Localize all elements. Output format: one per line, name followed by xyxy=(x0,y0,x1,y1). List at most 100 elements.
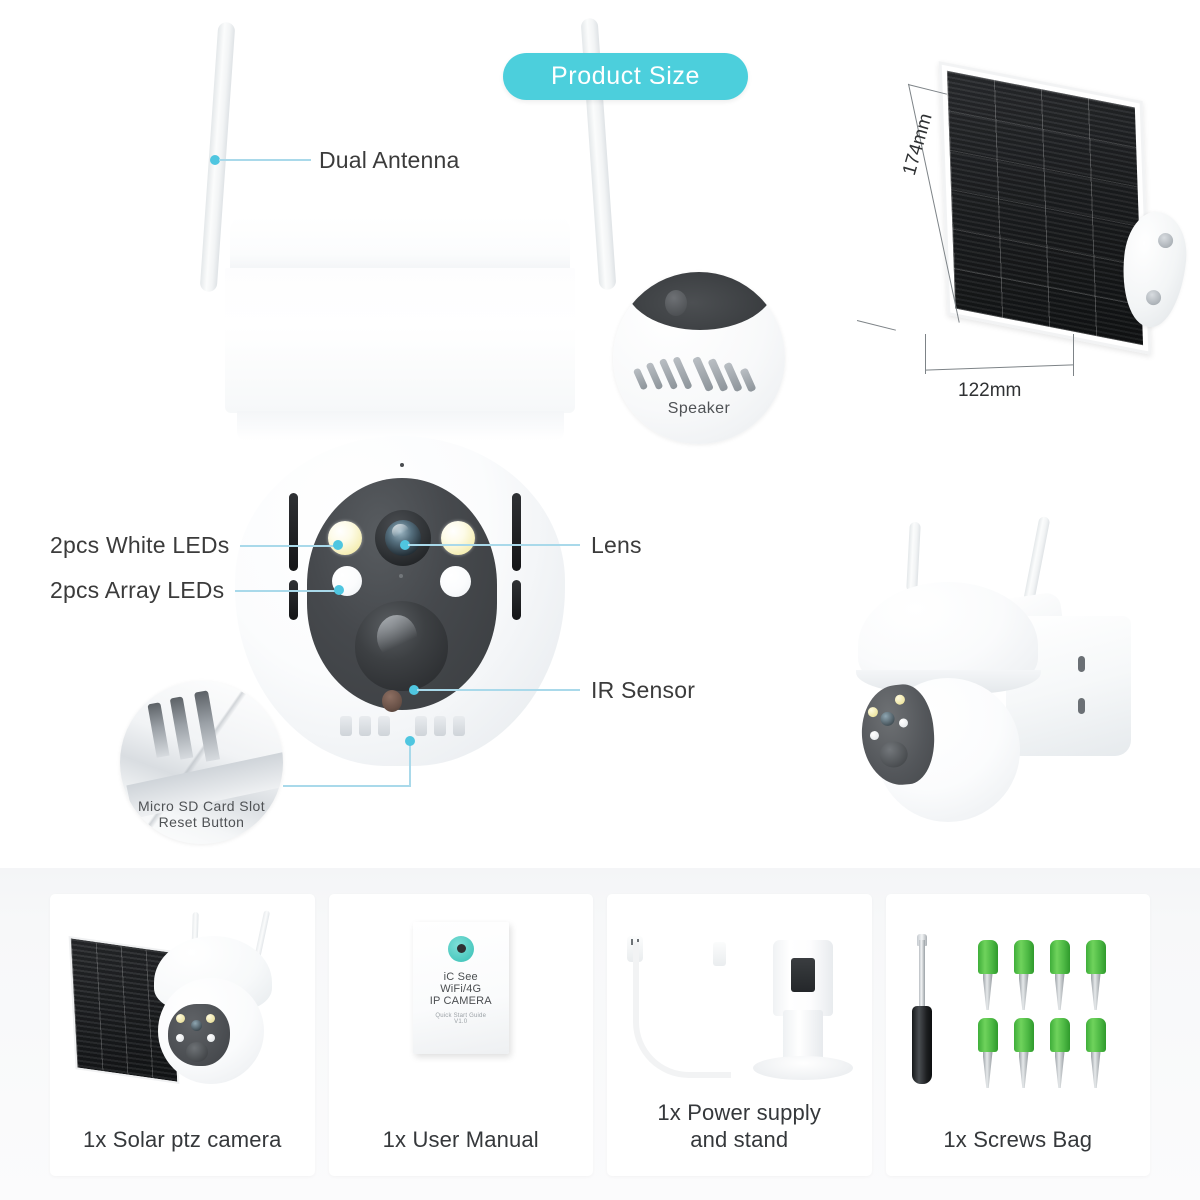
wall-anchor-5 xyxy=(977,1018,998,1052)
mount-stand-base xyxy=(753,1056,853,1080)
mount-screw-top xyxy=(1157,232,1174,249)
callout-dual-antenna: Dual Antenna xyxy=(319,147,460,173)
usb-charging-cable xyxy=(633,942,731,1078)
white-led-left xyxy=(328,521,362,555)
page-title-badge: Product Size xyxy=(503,53,748,100)
sd-slot-detail-bubble: Micro SD Card Slot Reset Button xyxy=(120,681,283,844)
accessory-art-solar-camera xyxy=(50,906,315,1127)
ir-sensor-element xyxy=(382,690,402,712)
height-dim-tick-bottom xyxy=(856,320,896,331)
wall-anchor-7 xyxy=(1049,1018,1070,1052)
mini-led-4 xyxy=(207,1034,215,1042)
manual-subtitle-2: V1.0 xyxy=(454,1019,468,1025)
mount-stand-clamp xyxy=(791,958,815,992)
mini-led-2 xyxy=(206,1014,215,1023)
photo-led-3 xyxy=(869,730,880,741)
package-contents-section: 1x Solar ptz camera iC See WiFi/4G IP CA… xyxy=(0,868,1200,1200)
sd-leader-vertical xyxy=(409,740,411,786)
screwdriver-shaft xyxy=(918,940,925,1010)
manual-subtitle-1: Quick Start Guide xyxy=(435,1013,487,1019)
lens-highlight xyxy=(392,524,409,539)
mount-screw-bottom xyxy=(1145,289,1162,306)
callout-lens: Lens xyxy=(591,532,642,558)
mini-led-3 xyxy=(176,1034,184,1042)
accessory-label-power-supply: 1x Power supply and stand xyxy=(651,1100,827,1176)
accessory-art-user-manual: iC See WiFi/4G IP CAMERA Quick Start Gui… xyxy=(329,906,594,1127)
speaker-grill-8 xyxy=(739,367,757,393)
wall-anchor-2 xyxy=(1013,940,1034,974)
screwdriver-handle xyxy=(911,1006,932,1084)
dual-antenna-dot xyxy=(210,155,220,165)
solar-panel-board xyxy=(938,61,1152,355)
speaker-grill-1 xyxy=(632,367,649,391)
speaker-dark-top xyxy=(625,272,775,330)
sd-bubble-label-2: Reset Button xyxy=(158,814,245,830)
photo-led-2 xyxy=(894,694,906,706)
wall-anchor-3 xyxy=(1049,940,1070,974)
vent-3 xyxy=(378,716,390,736)
camera-product-photo xyxy=(826,515,1156,860)
lens-leader xyxy=(408,544,580,546)
mount-stand-head xyxy=(773,940,833,1016)
ir-sensor-leader xyxy=(417,689,580,691)
side-slot-left xyxy=(289,493,298,571)
screwdriver-tool xyxy=(911,934,932,1084)
photo-arm-hole-1 xyxy=(1078,656,1085,672)
manual-brand-logo-icon xyxy=(447,936,474,962)
mount-stand-neck xyxy=(783,1010,823,1062)
ptz-dome-bump xyxy=(355,601,448,691)
wall-anchor-8 xyxy=(1085,1018,1106,1052)
speaker-bubble-label: Speaker xyxy=(667,400,731,417)
mini-lens xyxy=(191,1020,202,1031)
vent-2 xyxy=(359,716,371,736)
dual-antenna-leader xyxy=(219,159,311,161)
sd-leader-dot xyxy=(405,736,415,746)
speaker-detail-bubble: Speaker xyxy=(613,272,785,444)
accessory-card-user-manual[interactable]: iC See WiFi/4G IP CAMERA Quick Start Gui… xyxy=(328,894,594,1176)
accessory-card-screws-bag[interactable]: 1x Screws Bag xyxy=(885,894,1151,1176)
callout-white-leds: 2pcs White LEDs xyxy=(50,532,230,558)
photo-led-4 xyxy=(898,718,909,728)
solar-panel-dimension-diagram: 174mm 122mm xyxy=(855,61,1191,422)
photo-dome xyxy=(878,740,909,769)
accessory-card-power-supply[interactable]: 1x Power supply and stand xyxy=(607,894,872,1176)
camera-neck xyxy=(225,268,575,413)
manual-title-line3: IP CAMERA xyxy=(429,995,492,1007)
lens-dot xyxy=(400,540,410,550)
usb-cable-tip xyxy=(713,942,726,966)
microphone-pinhole xyxy=(400,463,404,467)
array-led-right xyxy=(440,566,471,597)
solar-panel-cells xyxy=(946,70,1144,346)
array-leds-leader xyxy=(235,590,340,592)
camera-top-housing xyxy=(230,216,570,271)
callout-ir-sensor: IR Sensor xyxy=(591,677,696,703)
manual-title-line2: WiFi/4G xyxy=(440,983,482,995)
accessory-label-user-manual: 1x User Manual xyxy=(382,1127,539,1153)
array-leds-dot xyxy=(334,585,344,595)
side-slot-left-2 xyxy=(289,580,298,620)
vent-4 xyxy=(415,716,427,736)
mini-camera-face xyxy=(168,1004,230,1066)
wall-anchor-1 xyxy=(977,940,998,974)
accessory-card-solar-camera[interactable]: 1x Solar ptz camera xyxy=(50,894,315,1176)
accessory-label-power-supply-line2: and stand xyxy=(690,1127,789,1153)
accessory-art-screws-bag xyxy=(886,906,1151,1127)
photo-arm-hole-2 xyxy=(1078,698,1085,714)
callout-array-leds: 2pcs Array LEDs xyxy=(50,577,225,603)
accessory-label-solar-camera: 1x Solar ptz camera xyxy=(83,1127,282,1153)
sd-bubble-label-1: Micro SD Card Slot xyxy=(137,798,265,814)
width-dim-tick-left xyxy=(925,334,927,374)
side-slot-right xyxy=(512,493,521,571)
wall-anchor-4 xyxy=(1085,940,1106,974)
ir-sensor-dot xyxy=(409,685,419,695)
vent-5 xyxy=(434,716,446,736)
user-manual-booklet: iC See WiFi/4G IP CAMERA Quick Start Gui… xyxy=(412,922,509,1054)
mini-led-1 xyxy=(176,1014,185,1023)
photo-led-1 xyxy=(867,706,879,718)
white-led-right xyxy=(441,521,475,555)
speaker-knob xyxy=(665,290,687,316)
vent-6 xyxy=(453,716,465,736)
photo-antenna-left xyxy=(906,521,921,593)
solar-panel-height-label: 174mm xyxy=(899,111,937,178)
width-dim-tick-right xyxy=(1073,334,1075,376)
